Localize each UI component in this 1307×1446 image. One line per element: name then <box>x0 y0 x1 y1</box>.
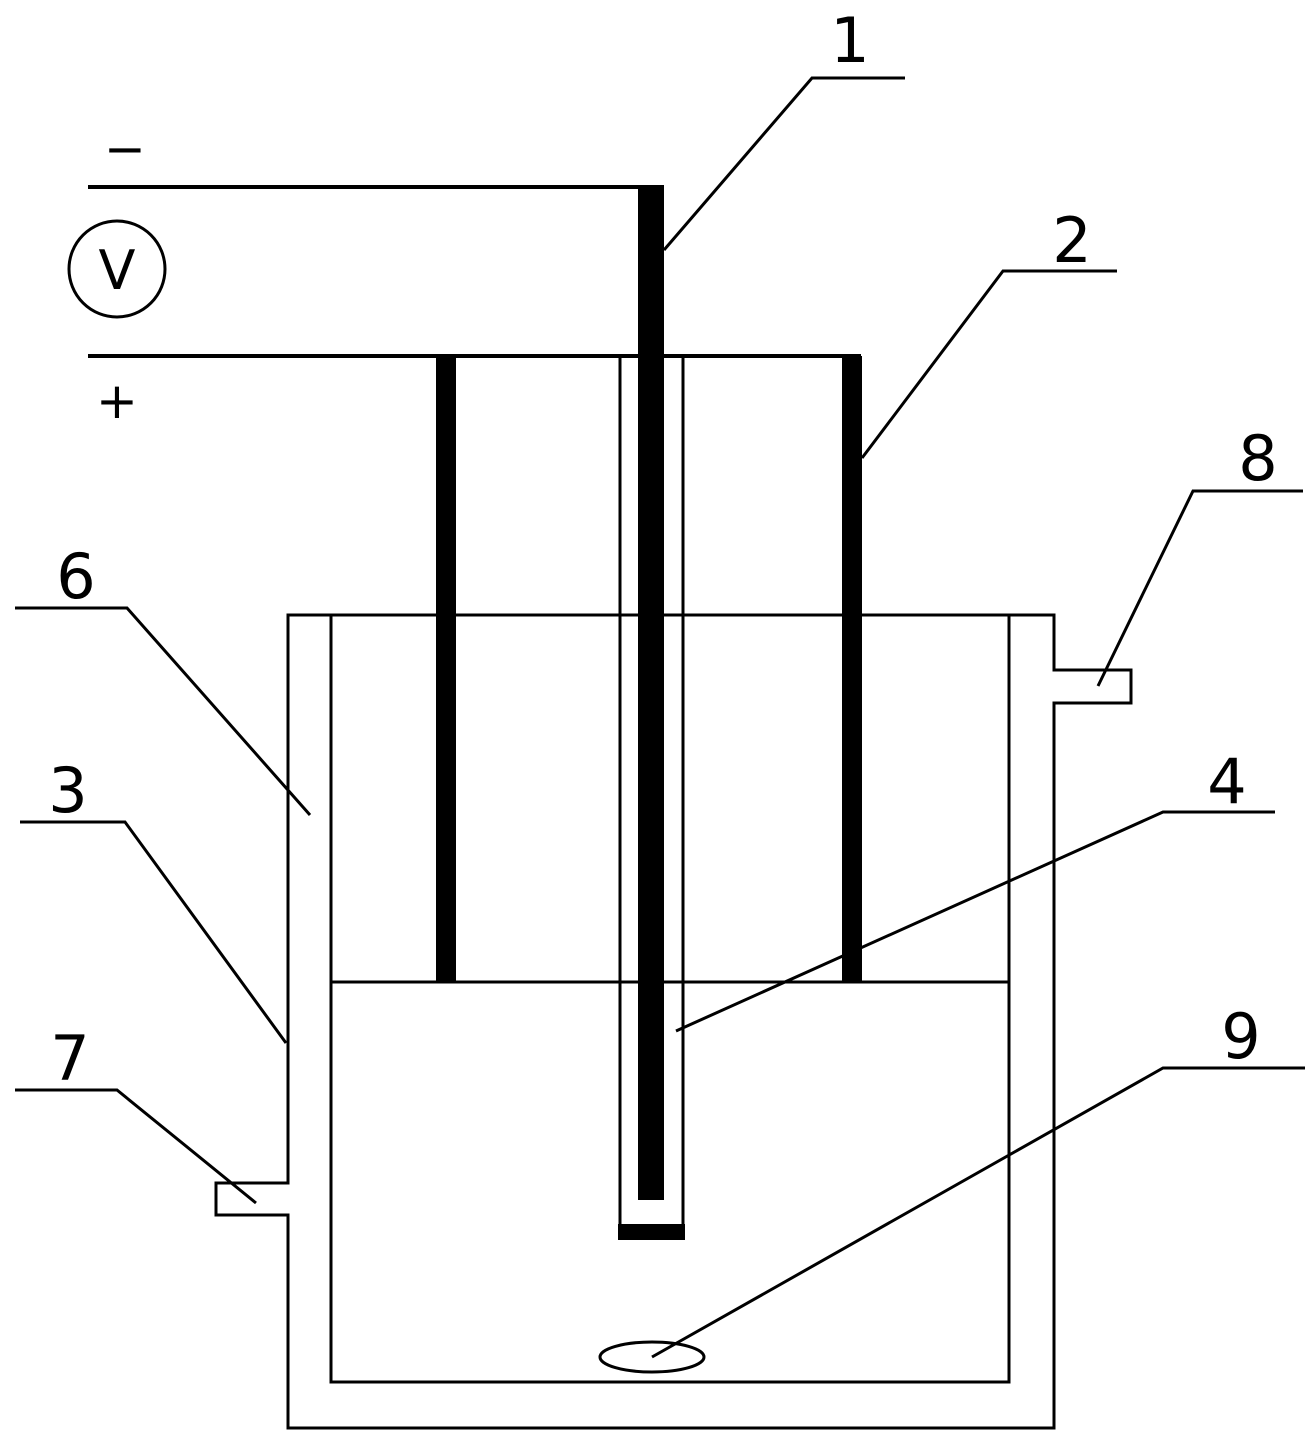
part-label-8: 8 <box>1238 422 1277 495</box>
leader-line-8 <box>1096 489 1303 687</box>
part-label-9: 9 <box>1221 1000 1260 1073</box>
voltmeter-symbol: V <box>99 239 136 302</box>
anode-rod-right <box>842 356 862 982</box>
leader-line-9 <box>651 1066 1305 1359</box>
membrane-tube-bottom <box>618 1224 685 1240</box>
minus-sign: − <box>104 120 146 178</box>
leader-line-4 <box>675 810 1275 1033</box>
voltmeter-circle <box>67 219 167 319</box>
part-label-3: 3 <box>48 754 87 827</box>
inner-vessel-wall <box>329 615 1011 1384</box>
anode-rod-left <box>436 356 456 982</box>
leader-line-3 <box>20 820 288 1044</box>
plus-sign: + <box>96 372 138 430</box>
leader-line-7 <box>15 1088 257 1205</box>
part-label-7: 7 <box>50 1022 89 1095</box>
cathode-rod <box>638 187 664 1200</box>
part-label-4: 4 <box>1207 745 1246 818</box>
outer-jacket-wall <box>214 613 1133 1430</box>
part-label-2: 2 <box>1052 204 1091 277</box>
sample-ellipse <box>598 1340 706 1374</box>
leader-line-6 <box>15 606 312 816</box>
part-label-6: 6 <box>56 540 95 613</box>
leader-line-2 <box>860 269 1117 459</box>
leader-line-1 <box>662 76 905 251</box>
part-label-1: 1 <box>830 4 869 77</box>
